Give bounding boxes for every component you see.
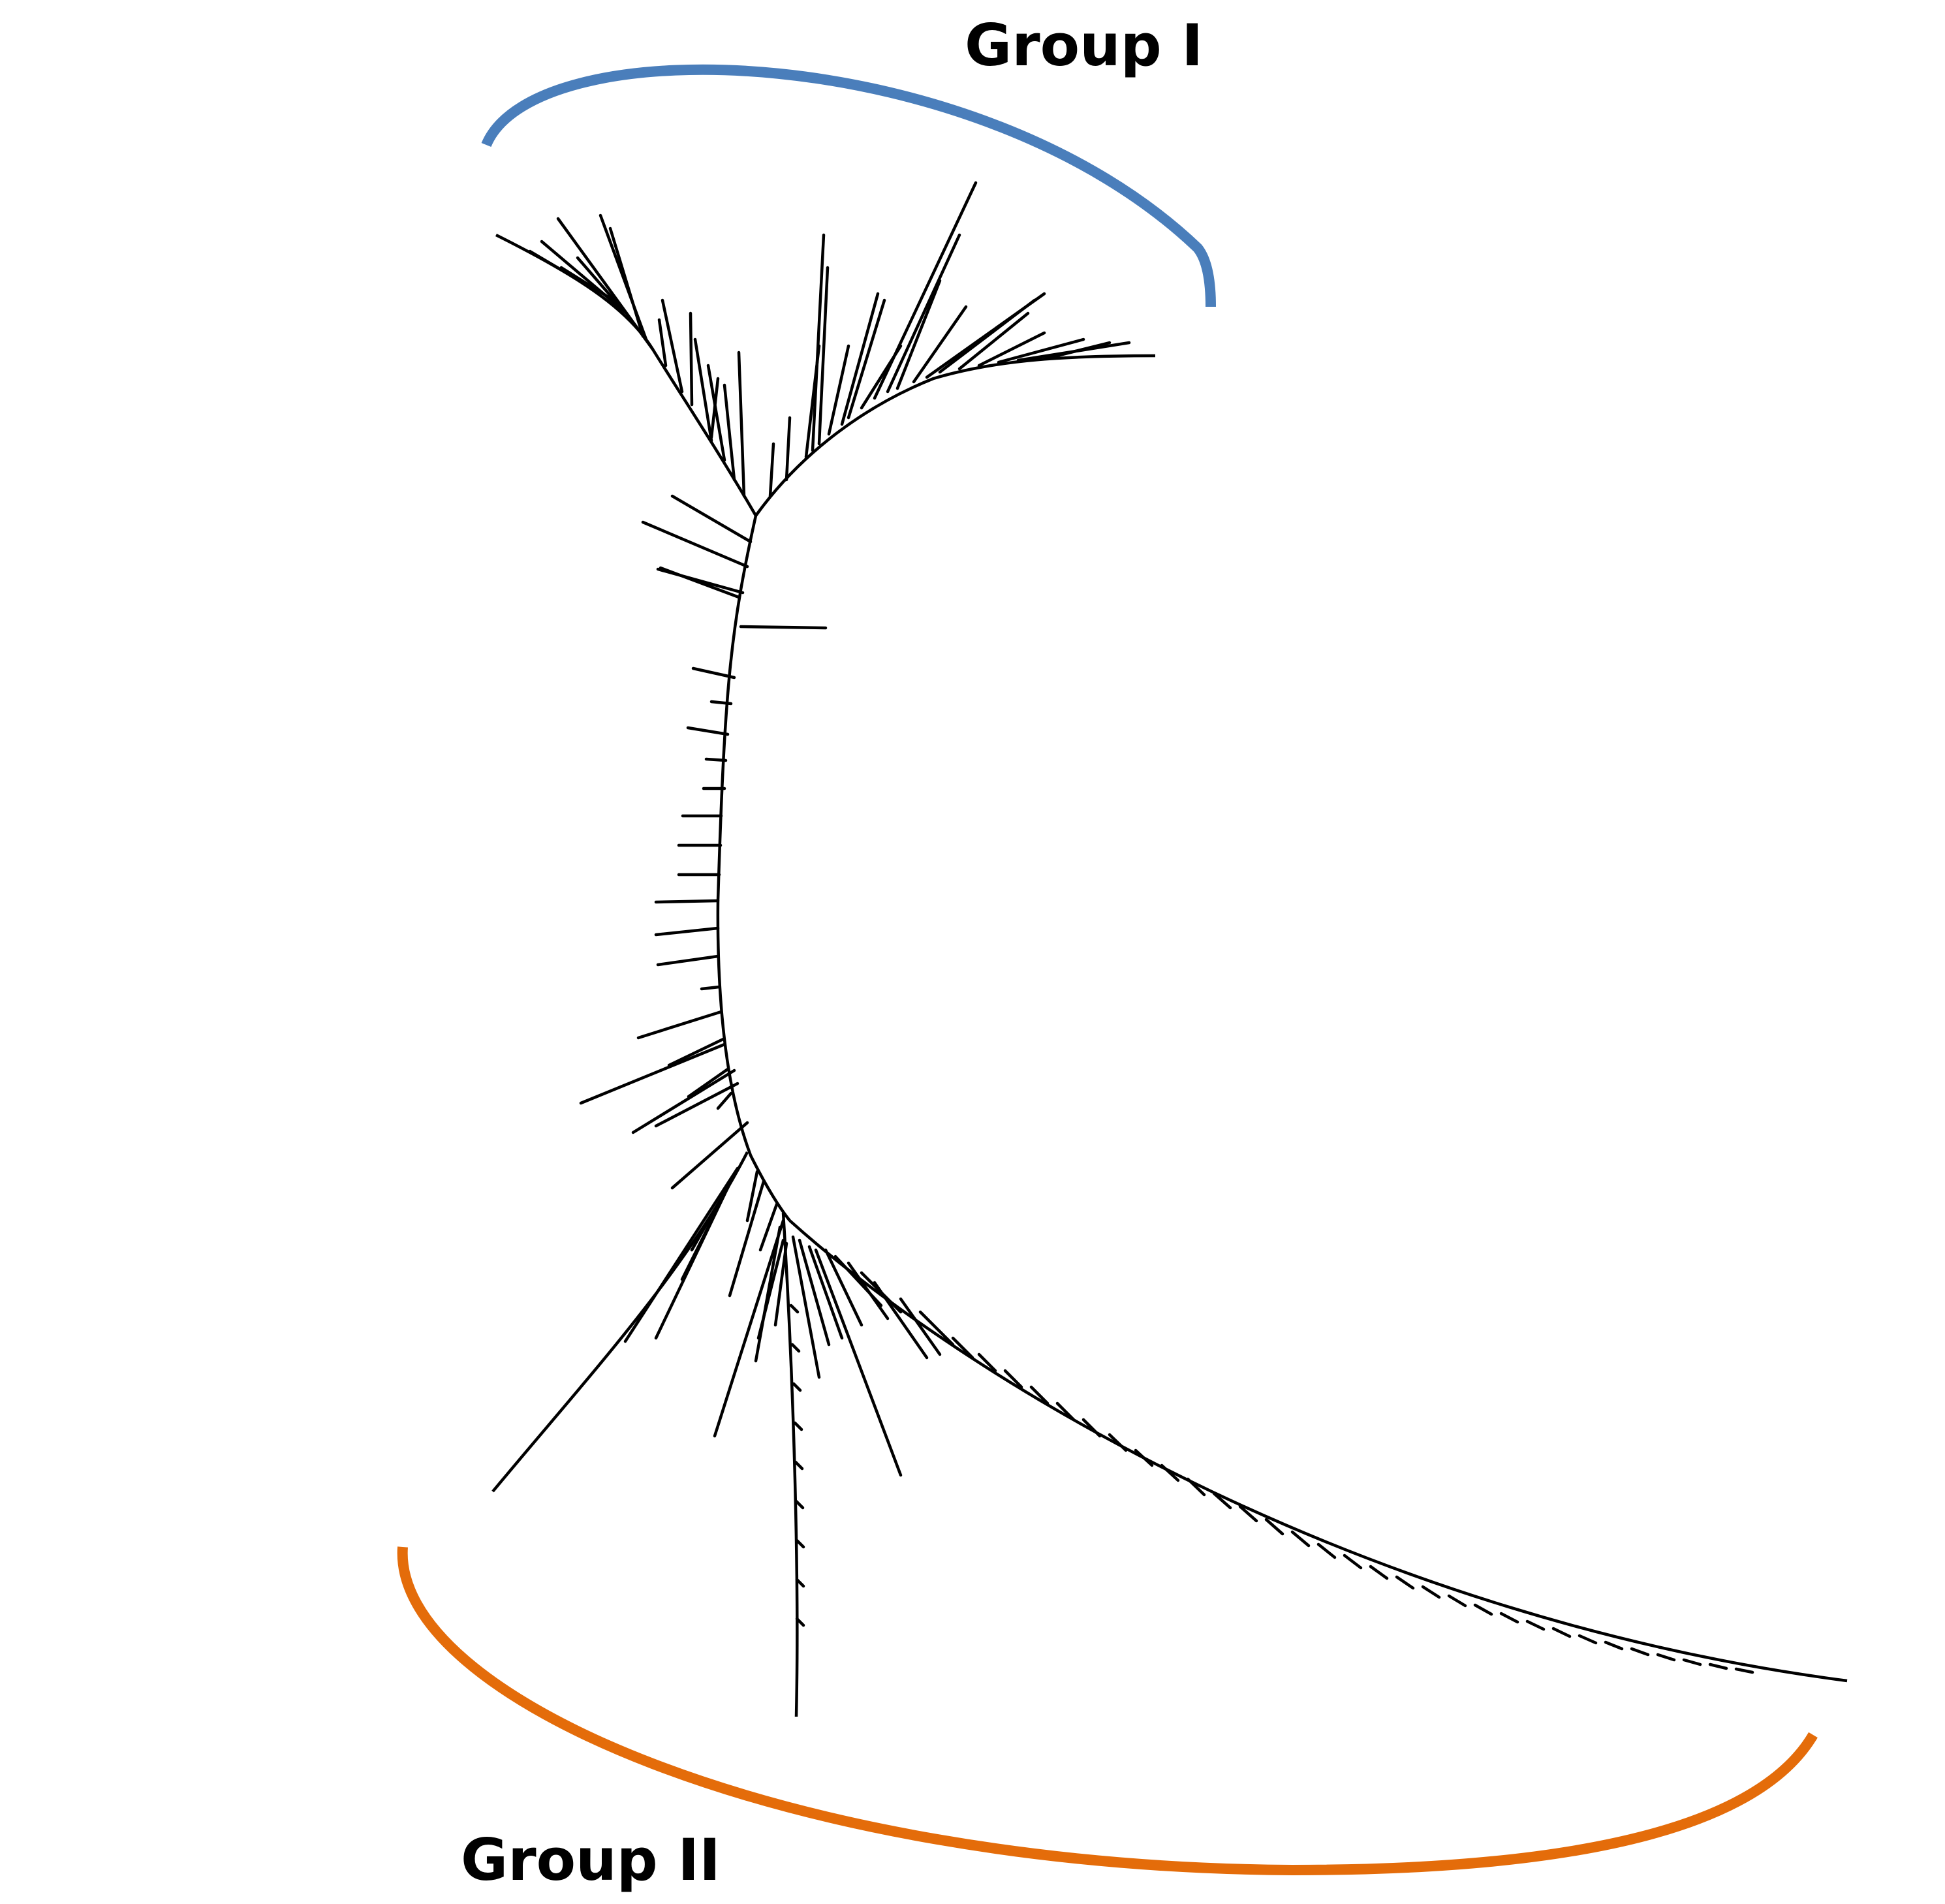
group-1-right-clade — [768, 181, 1131, 498]
group-1-bracket — [481, 64, 1216, 307]
group-2-left-branches — [623, 1166, 779, 1343]
group-2-vertical-branch-comb — [789, 1303, 805, 1627]
group-2-secondary-branch — [781, 1212, 799, 1717]
group-1-right-clade-stem — [755, 354, 1156, 517]
group-2-left-branch — [491, 1151, 749, 1493]
group-2-middle-branches — [713, 1219, 955, 1477]
group-2-long-branch-comb — [951, 1336, 1754, 1674]
group-1-left-clade — [528, 213, 746, 498]
tree-backbone — [716, 515, 791, 1222]
group-2-label: Group II — [461, 1826, 721, 1894]
group-2-main-branch — [788, 1219, 1848, 1683]
backbone-side-branches — [579, 494, 828, 1190]
group-2-bracket — [397, 1546, 1818, 1876]
group-1-label: Group I — [965, 12, 1203, 79]
